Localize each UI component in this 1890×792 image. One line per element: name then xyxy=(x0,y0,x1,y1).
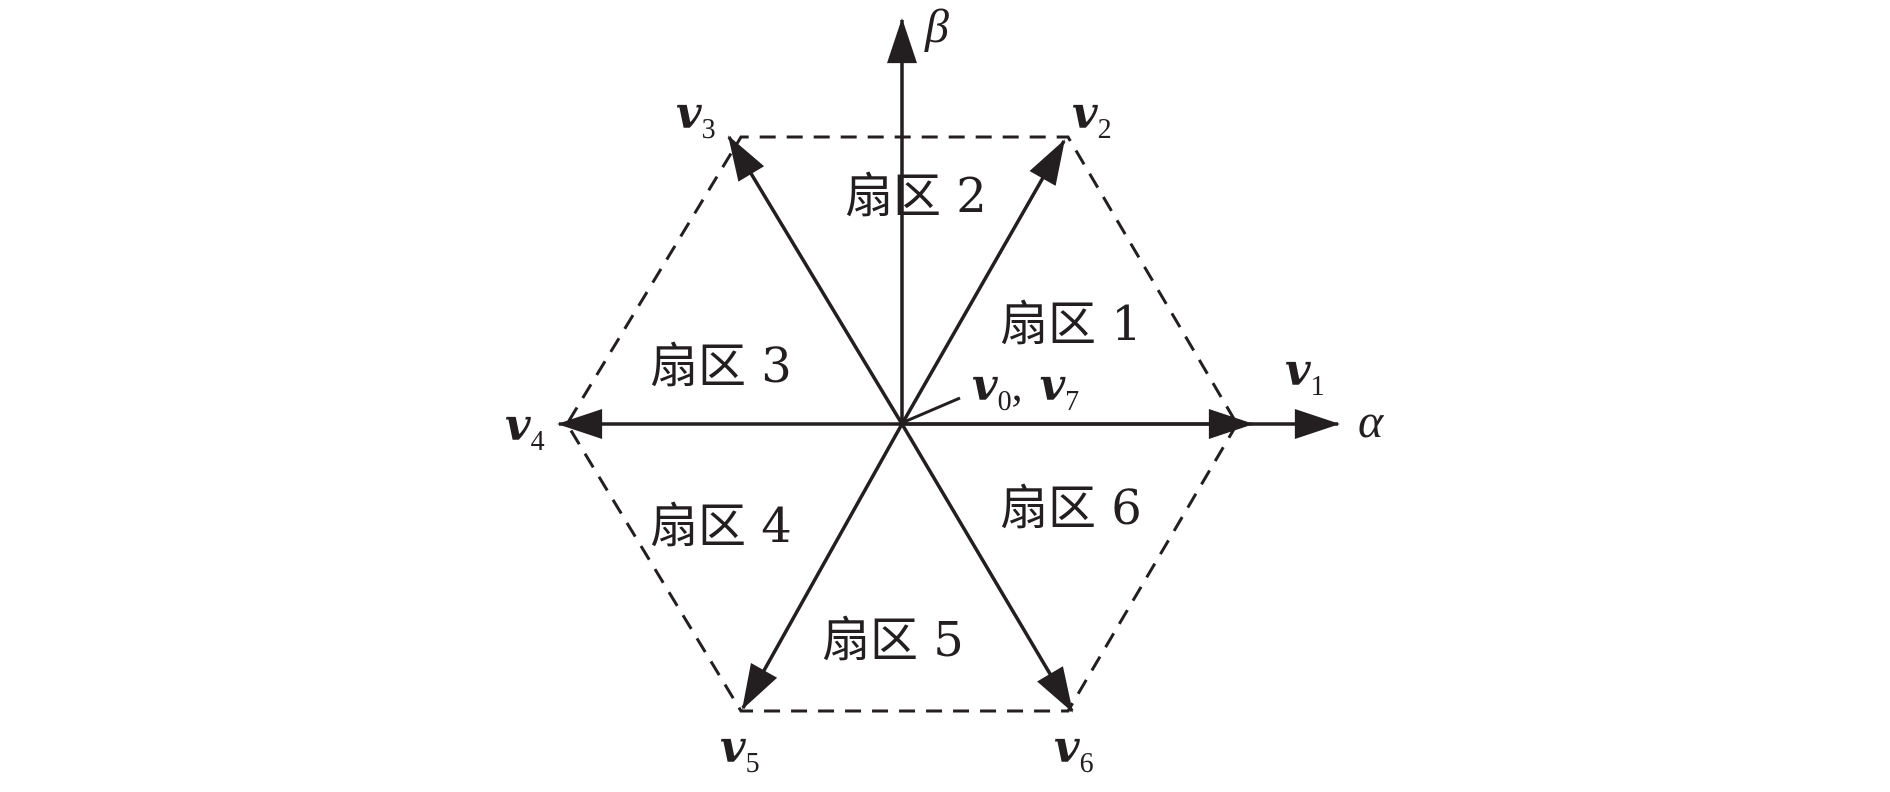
sector-6-label: 扇区 6 xyxy=(1000,480,1142,536)
sector-1-label: 扇区 1 xyxy=(1000,296,1142,352)
sector-5-label: 扇区 5 xyxy=(822,612,964,668)
alpha-axis-label: α xyxy=(1358,395,1384,448)
vector-v3-arrow xyxy=(727,135,904,425)
vector-v6-label: v6 xyxy=(1054,722,1094,779)
vector-v6-arrow xyxy=(900,423,1074,713)
vector-v5-arrow xyxy=(741,423,904,710)
zero-vector-leader xyxy=(903,396,961,424)
zero-vectors-label: v0, v7 xyxy=(972,360,1079,417)
sector-3-label: 扇区 3 xyxy=(650,338,792,394)
vector-v1-label: v1 xyxy=(1285,345,1325,402)
vector-v2-label: v2 xyxy=(1072,88,1112,145)
beta-axis-label: β xyxy=(924,0,949,53)
sector-2-label: 扇区 2 xyxy=(845,168,987,224)
sector-4-label: 扇区 4 xyxy=(650,498,792,554)
vector-v5-label: v5 xyxy=(720,722,760,779)
vector-v3-label: v3 xyxy=(676,88,716,145)
vector-v2-arrow xyxy=(900,139,1066,425)
vector-v4-label: v4 xyxy=(505,400,545,457)
